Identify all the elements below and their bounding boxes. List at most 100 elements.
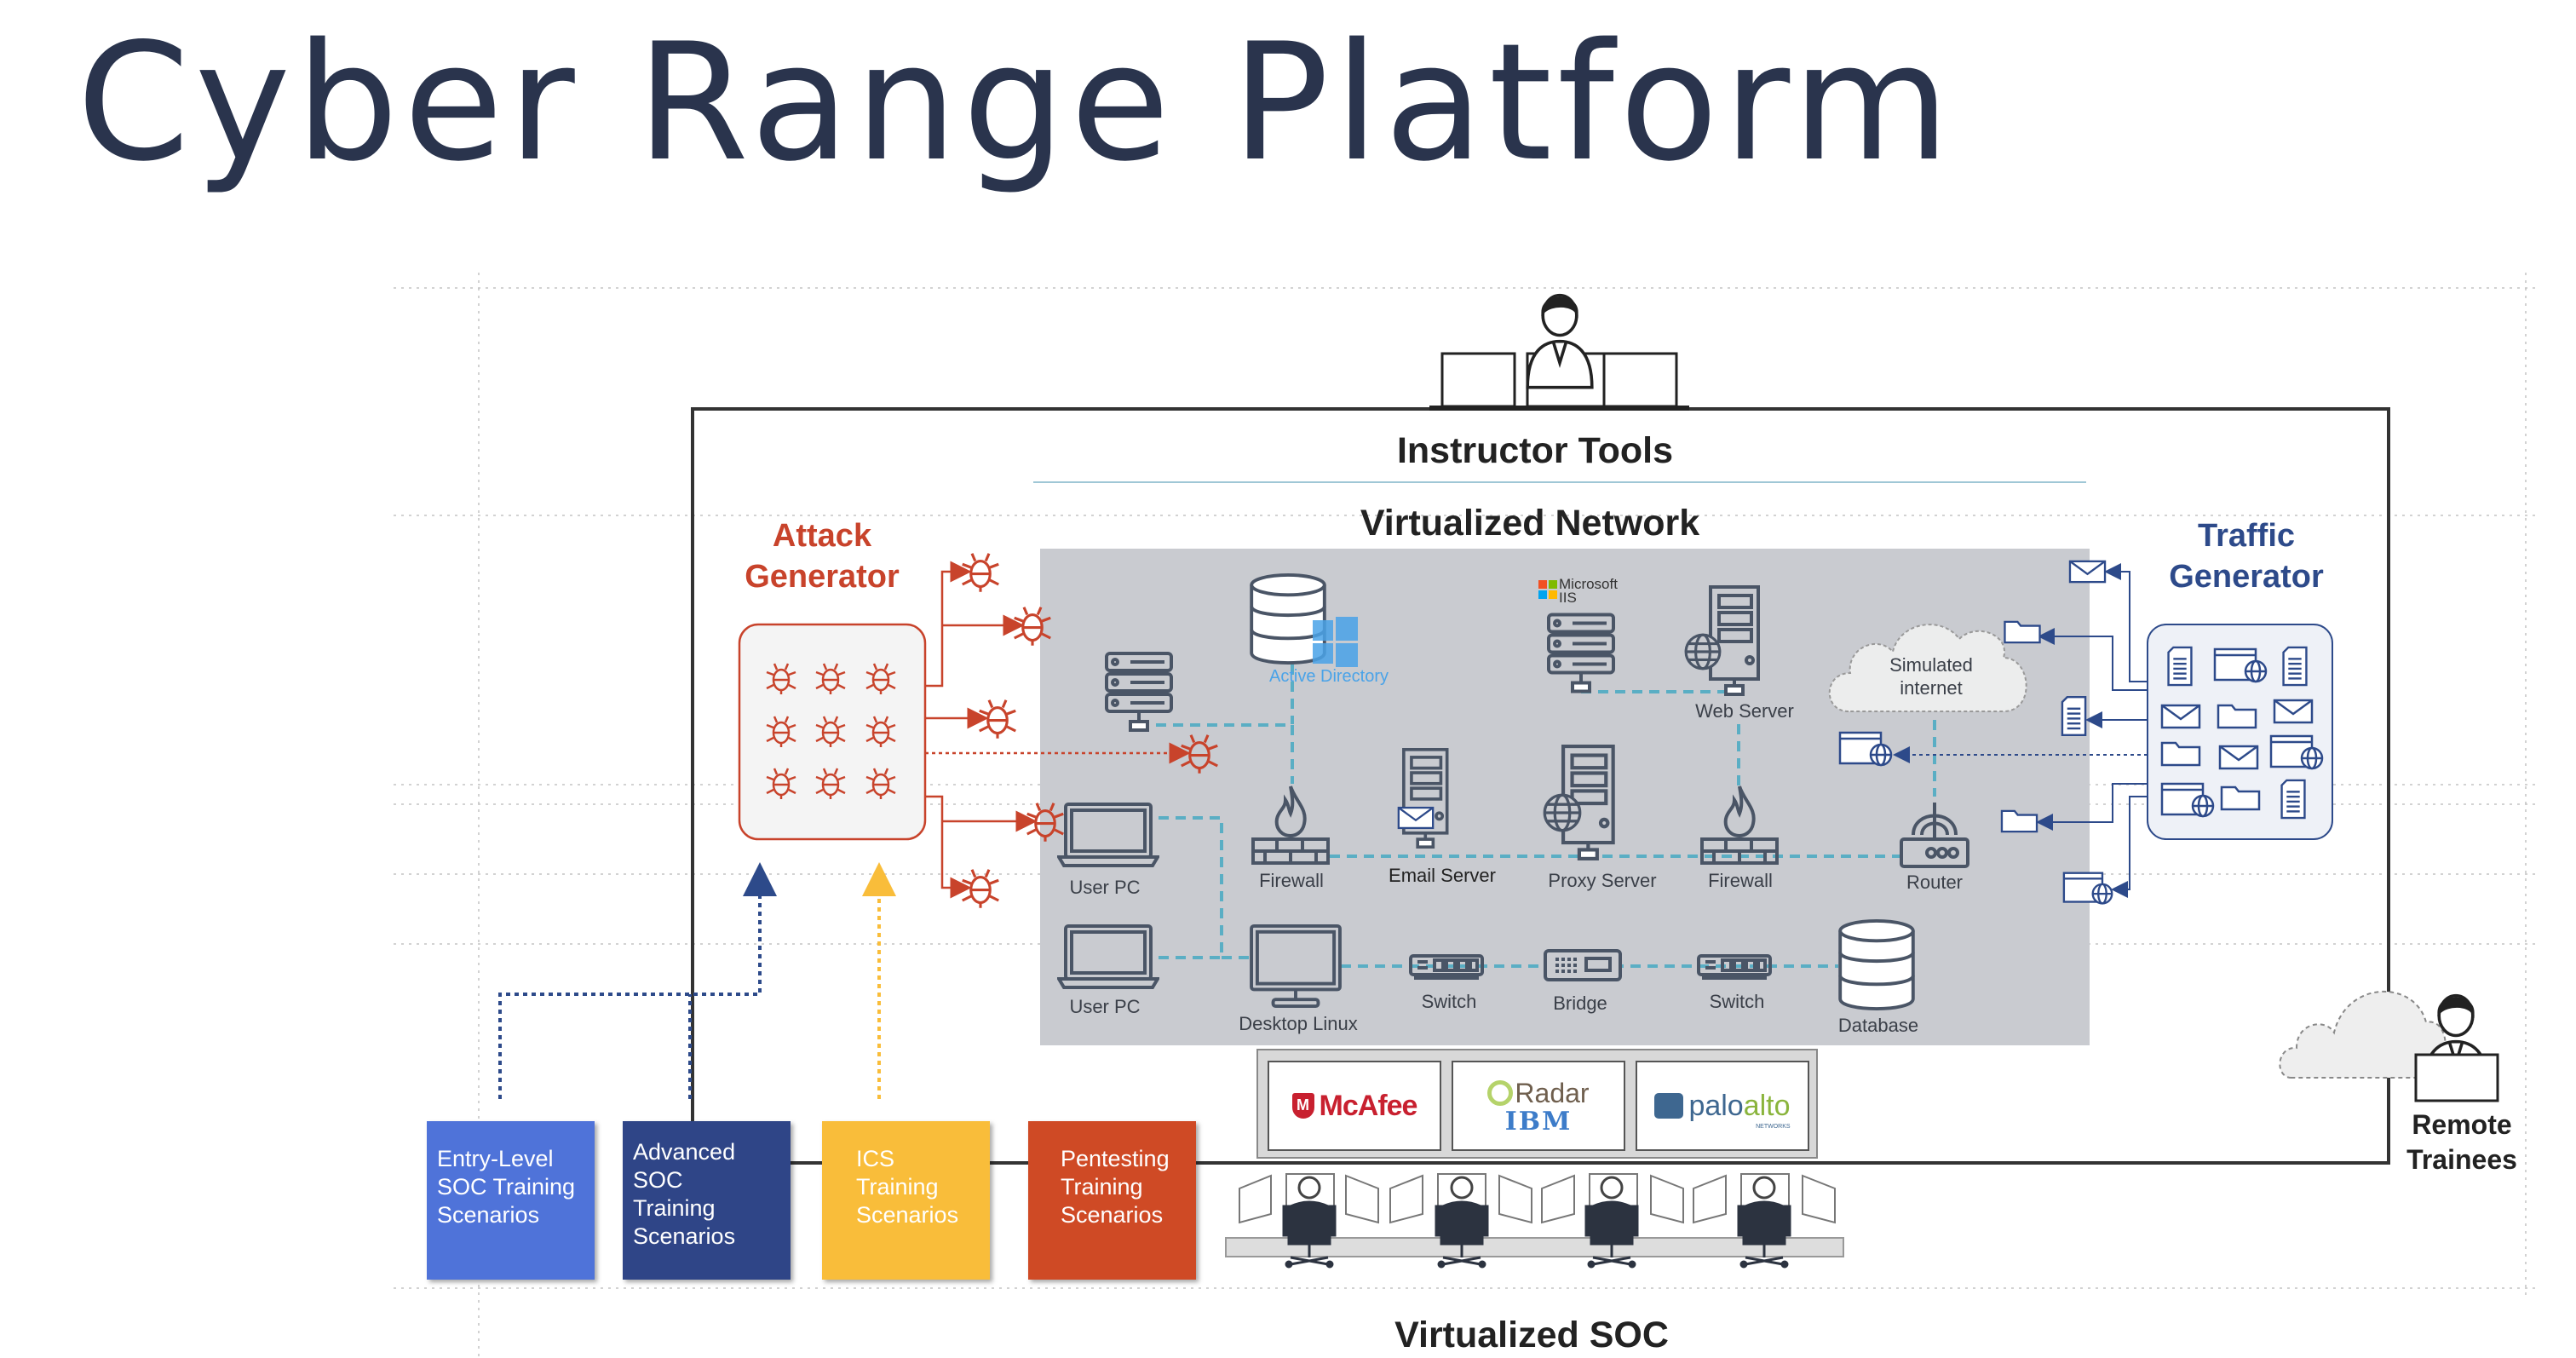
cloud-line: Simulated <box>1889 654 1973 676</box>
remote-trainees-label: Remote Trainees <box>2406 1108 2517 1177</box>
scenario-title-line: ICS <box>856 1146 895 1171</box>
instructor-tools-label: Instructor Tools <box>1396 430 1674 471</box>
envelope-icon <box>2068 560 2107 584</box>
scenario-title-line: Scenarios <box>633 1223 736 1249</box>
webpage-icon <box>2062 872 2113 905</box>
iis-line: Microsoft <box>1559 576 1618 592</box>
folder-icon <box>2220 785 2261 811</box>
traffic-generator-line: Traffic <box>2197 518 2296 554</box>
bug-icon <box>961 868 1000 909</box>
envelope-icon <box>2160 704 2201 729</box>
paloalto-text-palo: palo <box>1688 1089 1744 1122</box>
envelope-icon <box>1397 806 1435 830</box>
qradar-logo-text: Radar <box>1515 1077 1590 1108</box>
qradar-q-icon <box>1487 1080 1514 1106</box>
user-pc-label: User PC <box>1069 996 1141 1017</box>
scenario-title-line: Advanced <box>633 1139 736 1165</box>
envelope-icon <box>2218 745 2259 770</box>
mcafee-shield-icon: M <box>1291 1093 1314 1119</box>
folder-icon <box>2160 741 2201 767</box>
folder-icon <box>2217 704 2257 729</box>
ibm-logo-text: IBM <box>1504 1106 1573 1136</box>
soc-workstations <box>1239 1173 1836 1224</box>
scenario-title-line: Scenarios <box>1061 1202 1164 1228</box>
router-label: Router <box>1906 872 1964 893</box>
database-icon <box>1838 919 1915 1010</box>
monitor-icon <box>1440 352 1516 408</box>
remote-trainees-line: Trainees <box>2406 1144 2517 1175</box>
attack-generator-line: Attack <box>772 518 872 554</box>
cloud-line: internet <box>1900 677 1963 699</box>
switch-label: Switch <box>1421 991 1477 1012</box>
attack-links <box>925 561 1191 899</box>
cloud-icon <box>1828 624 2027 712</box>
qradar-ibm-logo: Radar IBM <box>1452 1061 1625 1151</box>
switch-label: Switch <box>1709 991 1765 1012</box>
globe-icon <box>1684 633 1722 670</box>
scenario-links <box>498 862 896 1099</box>
doc-icon <box>2280 779 2306 820</box>
firewall-label: Firewall <box>1708 870 1773 891</box>
iis-line: IIS <box>1559 590 1577 606</box>
bug-icon <box>978 699 1017 739</box>
folder-icon <box>2004 620 2041 644</box>
scenario-title-line: Scenarios <box>856 1202 959 1228</box>
paloalto-text-alto: alto <box>1743 1089 1791 1122</box>
doc-icon <box>2167 646 2193 687</box>
instructor-figure <box>1429 293 1689 411</box>
bug-icon <box>961 552 1000 593</box>
scenario-title-line: SOC Training <box>437 1174 576 1200</box>
page-title: Cyber Range Platform <box>77 9 1955 197</box>
doc-icon <box>2061 695 2087 737</box>
laptop-icon <box>2414 1053 2499 1102</box>
envelope-icon <box>2273 699 2314 724</box>
instructor-person-icon <box>1526 293 1594 389</box>
remote-trainees-line: Remote <box>2412 1109 2512 1140</box>
traffic-links <box>1893 563 2148 898</box>
mcafee-logo-text: McAfee <box>1319 1089 1418 1122</box>
user-pc-label: User PC <box>1069 877 1141 898</box>
monitor-icon <box>1602 352 1678 408</box>
database-label: Database <box>1837 1015 1919 1036</box>
attack-generator-label: Attack Generator <box>745 515 900 597</box>
doc-icon <box>2282 646 2308 687</box>
virtualized-network-label: Virtualized Network <box>1360 503 1700 544</box>
windows-logo-icon <box>1313 617 1358 667</box>
scenario-title-line: Training <box>856 1174 939 1200</box>
firewall-label: Firewall <box>1259 870 1324 891</box>
paloalto-networks-text: NETWORKS <box>1756 1123 1791 1130</box>
simulated-internet-label: Simulated internet <box>1889 653 1973 699</box>
traffic-generator-line: Generator <box>2169 559 2324 595</box>
bridge-label: Bridge <box>1553 993 1607 1014</box>
scenario-title-line: Pentesting <box>1061 1146 1170 1171</box>
scenario-title-line: Entry-Level <box>437 1146 554 1171</box>
soc-desk <box>1225 1237 1844 1257</box>
attack-generator-line: Generator <box>745 559 900 595</box>
web-server-label: Web Server <box>1695 700 1794 722</box>
mcafee-logo: M McAfee <box>1268 1061 1441 1151</box>
microsoft-iis-label: Microsoft IIS <box>1559 576 1618 606</box>
desktop-linux-label: Desktop Linux <box>1239 1013 1358 1034</box>
virtualized-soc-label: Virtualized SOC <box>1394 1315 1669 1355</box>
router-icon <box>1900 803 1969 868</box>
active-directory-label: Active Directory <box>1268 667 1389 686</box>
scenario-title-line: Training <box>1061 1174 1143 1200</box>
scenario-title-line: Scenarios <box>437 1202 540 1228</box>
scenario-title-line: SOC <box>633 1167 683 1193</box>
email-server-label: Email Server <box>1389 865 1496 886</box>
globe-icon <box>1543 793 1582 832</box>
traffic-generator-label: Traffic Generator <box>2169 515 2324 597</box>
folder-icon <box>2000 809 2038 833</box>
bridge-icon <box>1544 949 1622 981</box>
paloalto-mark-icon <box>1654 1093 1684 1119</box>
microsoft-logo-icon <box>1538 580 1557 599</box>
proxy-server-label: Proxy Server <box>1548 870 1657 891</box>
scenario-title-line: Training <box>633 1195 716 1221</box>
